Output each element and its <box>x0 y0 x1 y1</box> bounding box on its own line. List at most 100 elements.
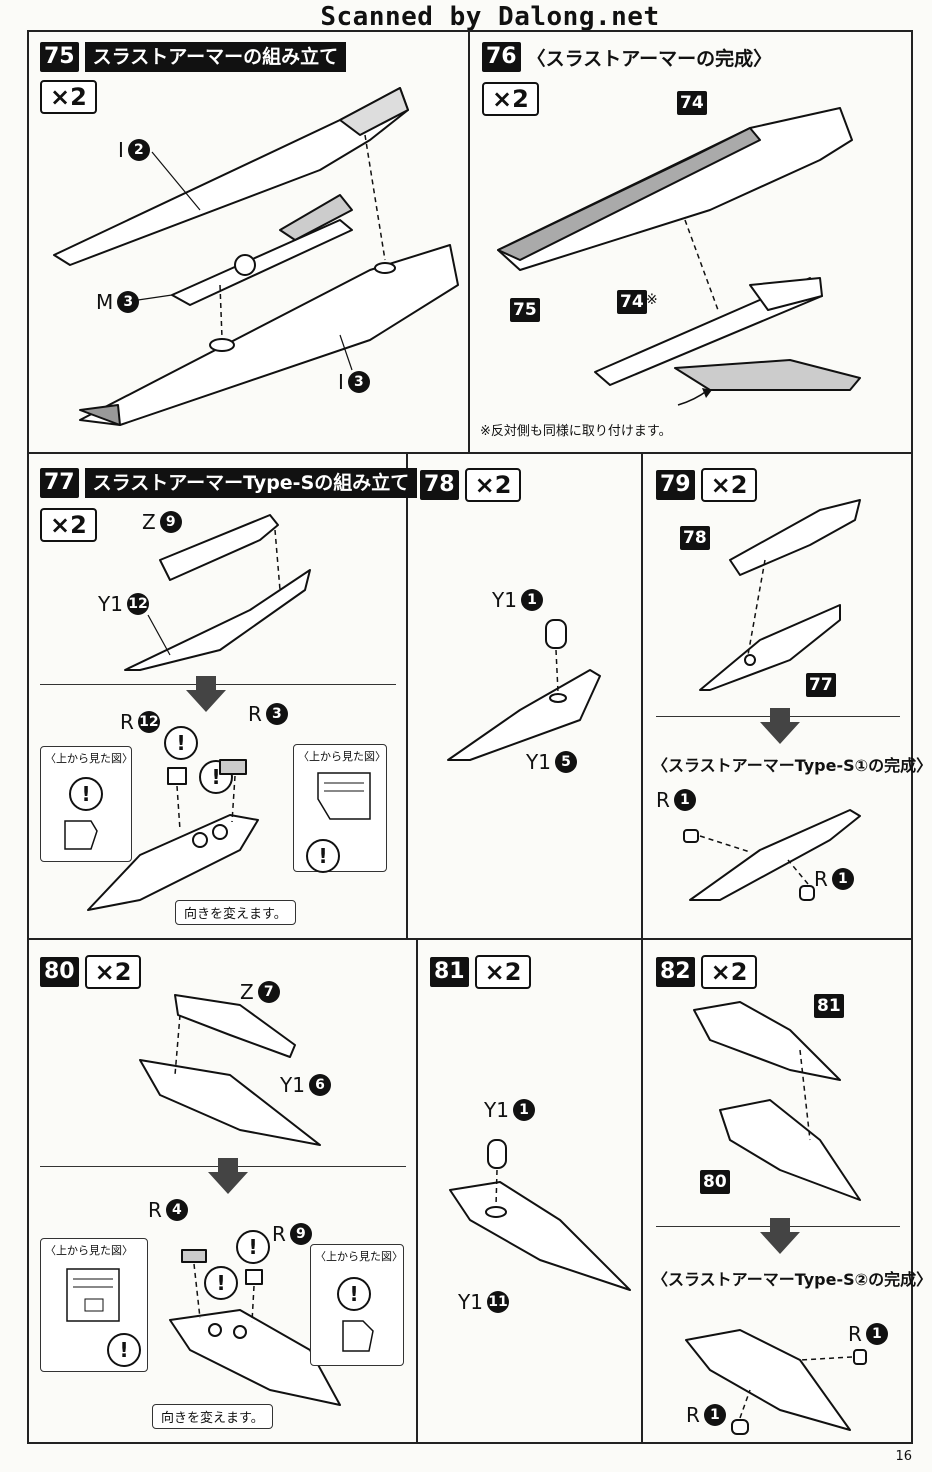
warning-icon: ! <box>236 1230 270 1264</box>
step-number: 79 <box>656 470 695 500</box>
part-number-circle: 9 <box>289 1223 312 1245</box>
part-number-circle: 5 <box>554 751 577 773</box>
step-79-header: 79 ×2 <box>656 468 758 502</box>
part-closeup <box>342 1320 374 1352</box>
part-label: I 3 <box>338 370 370 394</box>
part-diagram-81 <box>449 1139 631 1291</box>
quantity-badge: ×2 <box>40 508 97 542</box>
part-number-circle: 3 <box>347 371 370 393</box>
warning-icon: ! <box>107 1333 141 1367</box>
part-number-circle: 3 <box>265 703 288 725</box>
part-diagram-80-top <box>139 994 321 1146</box>
runner-letter: I <box>118 138 124 162</box>
view-caption: 〈上から見た図〉 <box>298 750 386 763</box>
part-number-circle: 1 <box>520 589 543 611</box>
part-tag: 78 <box>680 526 710 550</box>
part-diagram-80-bottom <box>169 1249 341 1406</box>
step-number: 75 <box>40 42 79 72</box>
page-number: 16 <box>895 1449 912 1464</box>
part-diagram-77-top <box>124 514 311 671</box>
part-label: Y1 5 <box>526 750 577 774</box>
runner-letter: R <box>120 710 134 734</box>
quantity-badge: ×2 <box>700 955 758 989</box>
step-title: 〈スラストアーマーの完成〉 <box>526 47 773 70</box>
warning-icon: ! <box>204 1266 238 1300</box>
runner-letter: R <box>814 867 828 891</box>
part-label: I 2 <box>118 138 150 162</box>
quantity-badge: ×2 <box>40 80 97 114</box>
top-view-panel: 〈上から見た図〉 ! <box>310 1244 404 1366</box>
runner-letter: Y1 <box>98 592 123 616</box>
instruction-frame <box>27 30 913 1444</box>
divider <box>416 938 418 1444</box>
divider <box>27 452 913 454</box>
runner-letter: Y1 <box>492 588 517 612</box>
divider <box>406 452 408 938</box>
orientation-caption: 向きを変えます。 <box>175 900 296 925</box>
part-label: Z 9 <box>142 510 182 534</box>
part-diagram-76 <box>497 107 861 406</box>
quantity-badge: ×2 <box>474 955 532 989</box>
warning-icon: ! <box>164 726 198 760</box>
part-diagram-75 <box>53 87 459 426</box>
quantity-badge: ×2 <box>700 468 758 502</box>
runner-letter: R <box>686 1403 700 1427</box>
runner-letter: Y1 <box>484 1098 509 1122</box>
part-label: Y1 6 <box>280 1073 331 1097</box>
step-number: 78 <box>420 470 459 500</box>
step-title: スラストアーマーType-Sの組み立て <box>84 468 418 498</box>
down-arrow-icon <box>760 1218 800 1254</box>
divider <box>641 452 643 938</box>
part-diagram-79-top <box>699 499 861 691</box>
step-number: 76 <box>482 42 521 72</box>
part-label: R 1 <box>814 867 854 891</box>
divider <box>641 938 643 1444</box>
part-number-circle: 3 <box>117 291 140 313</box>
part-diagram-77-bottom <box>87 759 259 911</box>
part-label: R 4 <box>148 1198 188 1222</box>
part-tag: 80 <box>700 1170 730 1194</box>
quantity-badge: ×2 <box>84 955 142 989</box>
runner-letter: Z <box>240 980 254 1004</box>
part-number-circle: 12 <box>126 593 149 615</box>
part-label: R 9 <box>272 1222 312 1246</box>
warning-icon: ! <box>69 777 103 811</box>
part-label: M 3 <box>96 290 140 314</box>
asterisk-mark: ※ <box>646 292 658 308</box>
down-arrow-icon <box>186 676 226 712</box>
part-label: R 1 <box>656 788 696 812</box>
quantity-badge: ×2 <box>464 468 522 502</box>
warning-icon: ! <box>337 1277 371 1311</box>
part-diagram-82-top <box>693 1001 861 1201</box>
part-number-circle: 1 <box>865 1323 888 1345</box>
part-number-circle: 9 <box>159 511 182 533</box>
scan-credit: Scanned by Dalong.net <box>320 2 660 32</box>
runner-letter: R <box>272 1222 286 1246</box>
part-label: Y1 11 <box>458 1290 509 1314</box>
part-number-circle: 1 <box>703 1404 726 1426</box>
part-number-circle: 2 <box>127 139 150 161</box>
warning-icon: ! <box>306 839 340 873</box>
step-80-header: 80 ×2 <box>40 955 142 989</box>
part-label: Y1 1 <box>492 588 543 612</box>
step-note: ※反対側も同様に取り付けます。 <box>480 424 672 439</box>
part-label: Y1 1 <box>484 1098 535 1122</box>
part-closeup <box>317 772 371 820</box>
top-view-panel: 〈上から見た図〉 ! <box>293 744 387 873</box>
view-caption: 〈上から見た図〉 <box>315 1250 403 1263</box>
divider <box>468 30 470 452</box>
part-number-circle: 1 <box>831 868 854 890</box>
runner-letter: M <box>96 290 114 314</box>
part-tag: 74 <box>677 91 707 115</box>
part-tag: 74 <box>617 290 647 314</box>
part-number-circle: 1 <box>512 1099 535 1121</box>
runner-letter: Y1 <box>458 1290 483 1314</box>
step-75-header: 75 スラストアーマーの組み立て <box>40 42 347 72</box>
part-closeup <box>66 1268 120 1322</box>
runner-letter: R <box>656 788 670 812</box>
step-number: 82 <box>656 957 695 987</box>
step-76-header: 76 〈スラストアーマーの完成〉 <box>482 42 772 72</box>
completion-title: 〈スラストアーマーType-S①の完成〉 <box>652 756 932 775</box>
down-arrow-icon <box>760 708 800 744</box>
part-number-circle: 12 <box>137 711 160 733</box>
